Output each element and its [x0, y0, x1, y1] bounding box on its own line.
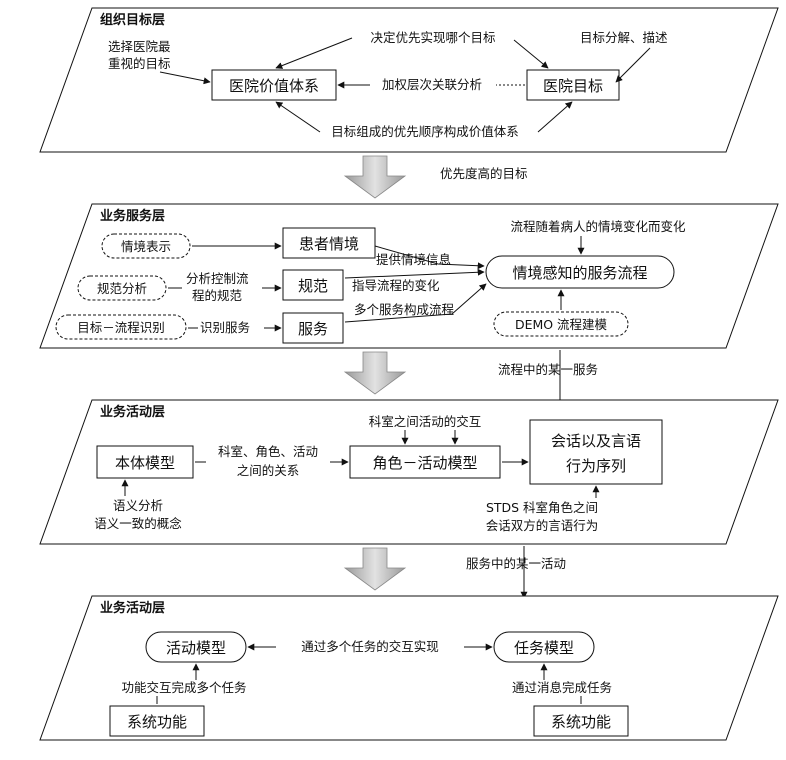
big-down-arrow-1	[343, 155, 407, 199]
label-relation-2: 之间的关系	[237, 463, 300, 478]
label-analyze-1: 分析控制流	[186, 271, 249, 286]
label-priority-order: 目标组成的优先顺序构成价值体系	[331, 124, 519, 139]
pill-context-representation-label: 情境表示	[121, 239, 171, 254]
pill-task-model	[493, 631, 595, 663]
box-system-function-right	[533, 705, 629, 737]
box-speech-acts	[529, 419, 663, 485]
arrow-decide-to-goals	[513, 39, 549, 69]
layer-business-activity-2: 业务活动层 活动模型 任务模型 系统功能 系统功能 通过多个任务的交互实现 功能…	[39, 595, 779, 741]
layer-activity2-title: 业务活动层	[100, 600, 165, 616]
box-value-system	[211, 69, 337, 101]
label-ahp: 加权层次关联分析	[382, 77, 482, 92]
label-semantic-1: 语义分析	[113, 498, 163, 513]
pill-task-model-label: 任务模型	[514, 639, 574, 657]
arrow-select-to-value	[159, 71, 211, 85]
box-system-function-left-label: 系统功能	[127, 713, 187, 731]
label-relation-1: 科室、角色、活动	[218, 444, 318, 459]
pill-demo-modeling-label: DEMO 流程建模	[515, 317, 608, 332]
pill-activity-model-label: 活动模型	[166, 639, 226, 657]
box-speech-acts-label-1: 会话以及言语	[551, 432, 641, 450]
label-stds-2: 会话双方的言语行为	[486, 518, 599, 533]
label-stds-1: STDS 科室角色之间	[486, 500, 598, 515]
label-select-goals-2: 重视的目标	[108, 56, 171, 71]
layer-org-parallelogram	[39, 7, 779, 153]
pill-activity-model	[145, 631, 247, 663]
box-hospital-goals	[526, 69, 620, 101]
box-hospital-goals-label: 医院目标	[543, 77, 603, 95]
box-system-function-left	[109, 705, 205, 737]
pill-norm-analysis-label: 规范分析	[97, 281, 147, 296]
box-patient-context-label: 患者情境	[299, 235, 359, 253]
pill-goal-process	[55, 314, 187, 340]
box-ontology-model	[96, 445, 194, 479]
big-down-arrow-3	[343, 547, 407, 591]
box-context-aware-flow-label: 情境感知的服务流程	[512, 264, 647, 282]
pill-context-representation	[101, 233, 191, 259]
arrow-priority-from-goals	[537, 101, 573, 133]
label-one-service: 流程中的某一服务	[498, 362, 598, 377]
big-down-arrow-2	[343, 351, 407, 395]
layer-org-goals: 组织目标层 医院价值体系 医院目标 选择医院最 重视的目标 决定优先实现哪个目标…	[39, 7, 779, 153]
box-norm-label: 规范	[298, 277, 328, 295]
label-dept-interaction: 科室之间活动的交互	[369, 414, 482, 429]
label-semantic-2: 语义一致的概念	[94, 516, 182, 531]
label-multi-task: 通过多个任务的交互实现	[301, 639, 439, 654]
label-analyze-2: 程的规范	[192, 288, 242, 303]
label-multi-service: 多个服务构成流程	[354, 302, 455, 317]
label-flow-changes: 流程随着病人的情境变化而变化	[510, 219, 686, 234]
pill-goal-process-label: 目标－流程识别	[77, 320, 165, 335]
label-decide-priority: 决定优先实现哪个目标	[370, 30, 495, 45]
box-service-label: 服务	[298, 320, 328, 338]
layer-service-title: 业务服务层	[100, 208, 165, 224]
box-ontology-model-label: 本体模型	[115, 454, 175, 472]
pill-norm-analysis	[77, 275, 167, 301]
box-service	[282, 312, 344, 344]
box-role-activity-model-label: 角色－活动模型	[372, 454, 477, 472]
label-provide-info: 提供情境信息	[376, 252, 451, 267]
arrow-decompose-to-goals	[615, 47, 651, 83]
box-system-function-right-label: 系统功能	[551, 713, 611, 731]
arrow-norm-to-flow	[344, 268, 485, 279]
layer-business-activity-1: 业务活动层 本体模型 角色－活动模型 会话以及言语 行为序列 科室之间活动的交互…	[39, 399, 779, 545]
box-context-aware-flow	[485, 255, 675, 289]
layer-org-title: 组织目标层	[100, 12, 165, 28]
arrow-priority-to-value	[275, 101, 321, 133]
label-decompose: 目标分解、描述	[580, 30, 668, 45]
layer-activity1-title: 业务活动层	[100, 404, 165, 420]
arrow-decide-to-value	[275, 37, 353, 69]
arrow-patient-to-flow	[374, 245, 485, 270]
box-patient-context	[282, 227, 376, 259]
pill-demo-modeling	[493, 311, 629, 337]
label-high-priority: 优先度高的目标	[440, 166, 528, 181]
arrow-service-to-flow	[344, 283, 487, 323]
label-identify-service: 识别服务	[200, 320, 250, 335]
label-function-interaction: 功能交互完成多个任务	[121, 680, 246, 695]
label-message-task: 通过消息完成任务	[512, 680, 612, 695]
layer-business-service: 业务服务层 流程随着病人的情境变化而变化 情境表示 规范分析 目标－流程识别 D…	[39, 203, 779, 349]
label-guide-change: 指导流程的变化	[352, 278, 440, 293]
label-one-activity: 服务中的某一活动	[466, 556, 566, 571]
box-speech-acts-label-2: 行为序列	[566, 457, 626, 475]
label-select-goals-1: 选择医院最	[108, 39, 171, 54]
box-value-system-label: 医院价值体系	[229, 77, 319, 95]
